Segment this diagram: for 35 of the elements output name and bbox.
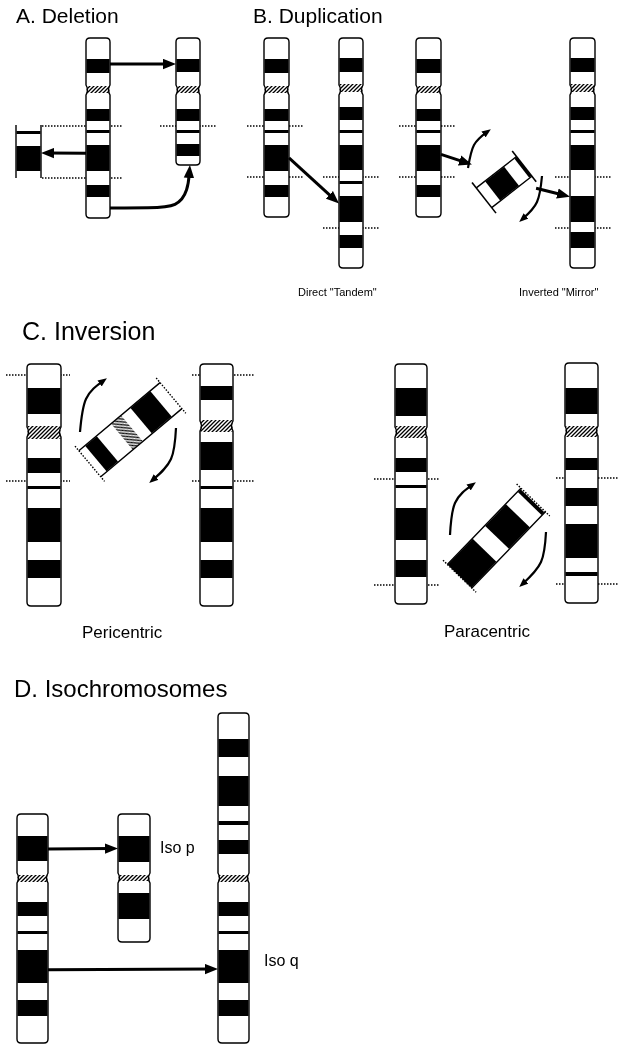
- chromosome: [200, 364, 233, 606]
- chromosome: [118, 814, 150, 942]
- chromosome: [218, 713, 249, 1043]
- arrow: [110, 165, 195, 210]
- caption: Paracentric: [444, 623, 530, 642]
- chromosome-segment: [442, 483, 550, 593]
- chromosome: [565, 363, 598, 603]
- chromosome-segment: [16, 125, 41, 178]
- chromosome-label: Inverted "Mirror": [519, 286, 599, 299]
- section-heading: B. Duplication: [253, 4, 383, 28]
- chromosome: [570, 38, 595, 268]
- section-heading: D. Isochromosomes: [14, 676, 228, 703]
- chromosome: [395, 364, 427, 604]
- chromosome: [339, 38, 363, 268]
- chromosome: [27, 364, 61, 606]
- arrow: [48, 843, 118, 854]
- arrow: [535, 186, 570, 199]
- chromosome: [264, 38, 289, 217]
- chromosome: [176, 38, 200, 165]
- chromosome: [17, 814, 48, 1043]
- section-heading: A. Deletion: [16, 4, 119, 28]
- chromosome-label: Iso q: [264, 952, 299, 970]
- chromosome: [416, 38, 441, 217]
- chromosome-segment: [471, 150, 537, 214]
- chromosome: [86, 38, 110, 218]
- arrow: [110, 58, 176, 70]
- arrow: [48, 963, 218, 975]
- arrow: [41, 147, 86, 159]
- arrow: [440, 152, 472, 166]
- caption: Pericentric: [82, 624, 163, 643]
- chromosome-label: Iso p: [160, 839, 195, 857]
- arrow: [288, 156, 339, 204]
- chromosome-label: Direct "Tandem": [298, 286, 377, 299]
- section-heading: C. Inversion: [22, 318, 156, 346]
- chromosome-segment: [74, 378, 186, 482]
